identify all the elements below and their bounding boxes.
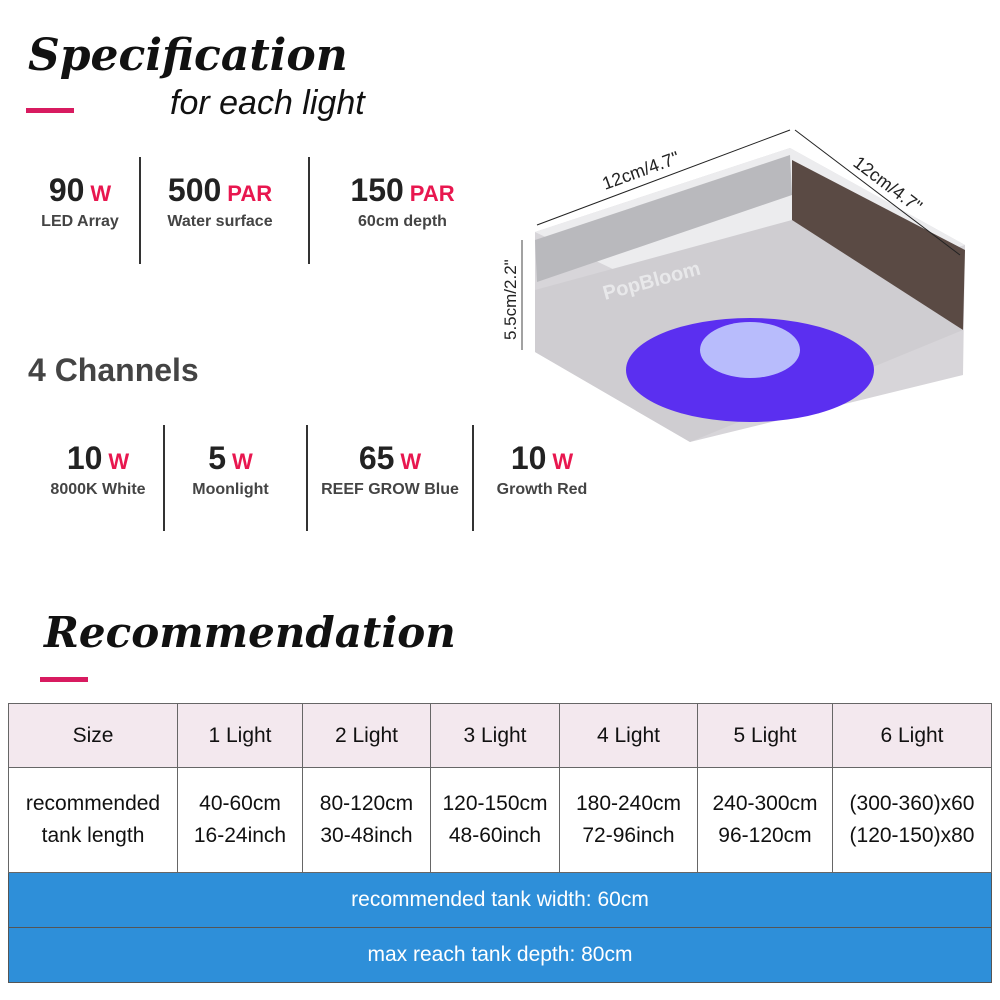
cell-line: 40-60cm — [199, 792, 281, 815]
divider — [163, 425, 165, 531]
stat-value: 5 — [208, 440, 227, 476]
heatsink-fins — [535, 155, 792, 282]
row-label: recommended tank length — [8, 767, 178, 873]
channels-title: 4 Channels — [28, 352, 199, 388]
stat-value: 90 — [48, 172, 85, 208]
cell-line: 72-96inch — [582, 824, 675, 847]
table-cell: 180-240cm 72-96inch — [559, 767, 698, 873]
stat-value: 150 — [350, 172, 404, 208]
table-cell: 120-150cm 48-60inch — [430, 767, 560, 873]
stat-label: Moonlight — [192, 481, 269, 498]
header-cell: Size — [8, 703, 178, 768]
header-cell: 5 Light — [697, 703, 833, 768]
stat-unit: W — [400, 449, 422, 474]
cell-line: 80-120cm — [319, 792, 414, 815]
cell-line: 48-60inch — [448, 824, 542, 847]
divider — [139, 157, 141, 264]
stat-label: Water surface — [167, 213, 273, 230]
cell-line: 96-120cm — [718, 824, 812, 847]
header-cell: 2 Light — [302, 703, 431, 768]
stat-label: 8000K White — [50, 481, 146, 498]
header-cell: 4 Light — [559, 703, 698, 768]
stat-value: 10 — [66, 440, 103, 476]
accent-bar — [40, 677, 88, 682]
stat-value: 10 — [510, 440, 547, 476]
stat-unit: W — [232, 449, 253, 474]
cell-line: 240-300cm — [712, 792, 818, 815]
recommendation-title: Recommendation — [44, 608, 456, 657]
table-cell: (300-360)x60 (120-150)x80 — [832, 767, 992, 873]
spec-title: Specification — [28, 30, 348, 81]
depth-note: max reach tank depth: 80cm — [8, 927, 992, 983]
stat-unit: W — [552, 449, 574, 474]
cell-line: 16-24inch — [193, 824, 287, 847]
cell-line: (300-360)x60 — [849, 792, 975, 815]
product-image: PopBloom 12cm/4.7" 12cm/4.7" 5.5cm/2.2" — [501, 129, 965, 442]
divider — [306, 425, 308, 531]
cell-line: 180-240cm — [575, 792, 682, 815]
cell-line: (120-150)x80 — [849, 824, 975, 847]
table-cell: 80-120cm 30-48inch — [302, 767, 431, 873]
stat-unit: W — [108, 449, 130, 474]
table-cell: 40-60cm 16-24inch — [177, 767, 303, 873]
row-label-line: tank length — [41, 824, 145, 847]
header-cell: 3 Light — [430, 703, 560, 768]
table-row-depth: max reach tank depth: 80cm — [8, 927, 992, 983]
spec-subtitle: for each light — [170, 84, 365, 122]
recommendation-table: Size 1 Light 2 Light 3 Light 4 Light 5 L… — [8, 703, 992, 983]
header-cell: 6 Light — [832, 703, 992, 768]
stat-label: REEF GROW Blue — [321, 481, 459, 498]
stat-value: 65 — [358, 440, 395, 476]
header-cell: 1 Light — [177, 703, 303, 768]
cell-line: 120-150cm — [442, 792, 548, 815]
stat-label: 60cm depth — [358, 213, 447, 230]
dim-length: 12cm/4.7" — [600, 147, 682, 193]
dim-height: 5.5cm/2.2" — [501, 259, 520, 340]
stat-unit: W — [90, 181, 112, 206]
table-header-row: Size 1 Light 2 Light 3 Light 4 Light 5 L… — [8, 703, 992, 768]
stat-label: LED Array — [41, 213, 119, 230]
cell-line: 30-48inch — [320, 824, 413, 847]
table-cell: 240-300cm 96-120cm — [697, 767, 833, 873]
divider — [308, 157, 310, 264]
stat-value: 500 — [167, 172, 222, 208]
accent-bar — [26, 108, 74, 113]
width-note: recommended tank width: 60cm — [8, 872, 992, 928]
divider — [472, 425, 474, 531]
stat-label: Growth Red — [496, 481, 588, 498]
fan-grille — [792, 160, 965, 330]
table-row-width: recommended tank width: 60cm — [8, 872, 992, 928]
stat-unit: PAR — [227, 181, 273, 206]
stat-unit: PAR — [409, 181, 455, 206]
row-label-line: recommended — [25, 792, 161, 815]
